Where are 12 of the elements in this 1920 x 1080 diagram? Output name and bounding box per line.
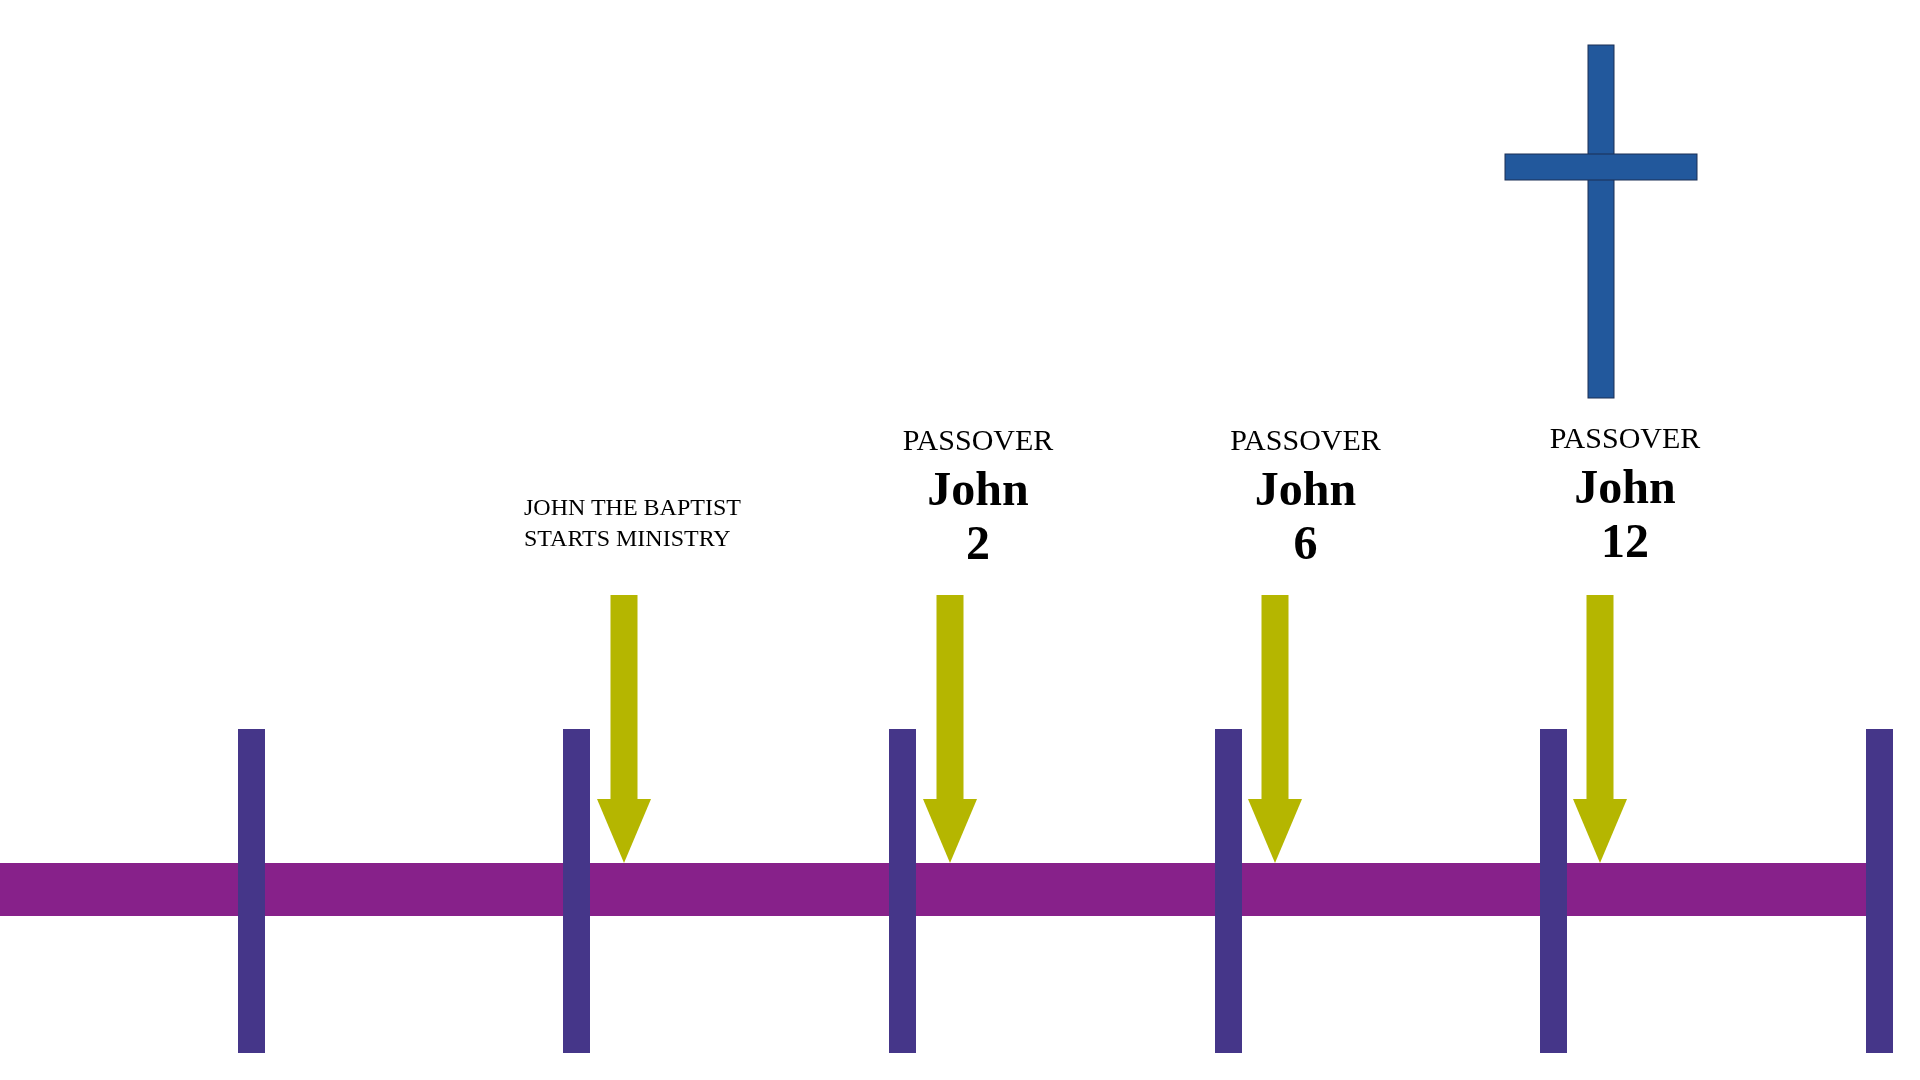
event-heading: PASSOVER — [1549, 420, 1701, 456]
arrow — [923, 595, 977, 863]
chapter-reference: John 2 — [926, 462, 1030, 570]
arrow — [1573, 595, 1627, 863]
chapter-reference: John 12 — [1573, 460, 1677, 568]
arrow — [597, 595, 651, 863]
timeline-drawing — [0, 729, 1893, 1053]
event-heading: PASSOVER — [1230, 422, 1381, 458]
arrow — [1248, 595, 1302, 863]
chapter-reference: John 6 — [1253, 462, 1358, 570]
event-heading: PASSOVER — [902, 422, 1054, 458]
event-label: JOHN THE BAPTIST STARTS MINISTRY — [524, 493, 742, 553]
